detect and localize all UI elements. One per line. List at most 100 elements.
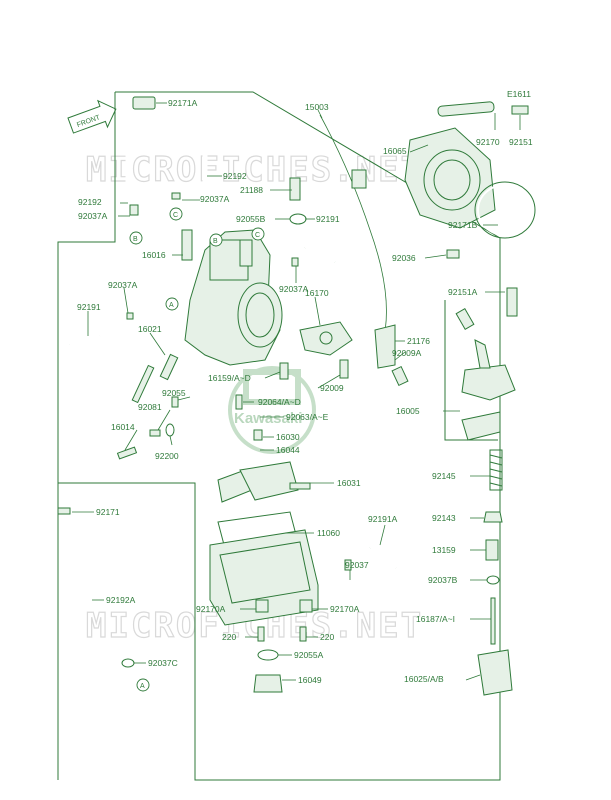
label-92191A: 92191A <box>368 514 398 524</box>
label-92037C: 92037C <box>148 658 178 668</box>
svg-text:C: C <box>255 232 260 239</box>
carburetor-body <box>184 229 283 366</box>
screw-92009 <box>339 359 349 379</box>
label-16187: 16187/A~I <box>416 614 455 624</box>
front-arrow: FRONT <box>67 99 117 134</box>
float-16031 <box>217 461 311 503</box>
label-220-left: 220 <box>222 632 236 642</box>
label-92055A: 92055A <box>294 650 324 660</box>
spring-92151A <box>455 308 475 330</box>
screw-92009A <box>391 365 409 387</box>
label-16049: 16049 <box>298 675 322 685</box>
label-92037A-2: 92037A <box>200 194 230 204</box>
label-92171B: 92171B <box>448 220 478 230</box>
label-15003: 15003 <box>305 102 329 112</box>
screw-220-right <box>299 626 307 642</box>
ref-b-1: B <box>129 231 143 245</box>
label-16065: 16065 <box>383 146 407 156</box>
bracket-92170A-left <box>255 599 269 613</box>
clip-92037A <box>129 204 139 216</box>
label-92063: 92063/A~E <box>286 412 329 422</box>
clip-92037 <box>344 559 352 571</box>
svg-text:A: A <box>140 683 145 690</box>
label-16044: 16044 <box>276 445 300 455</box>
label-92192A: 92192A <box>106 595 136 605</box>
label-92192-top: 92192 <box>223 171 247 181</box>
plug-13159 <box>485 539 499 561</box>
figure-code: E1611 <box>507 89 531 99</box>
drain-plug-16049 <box>253 674 283 693</box>
label-92151A: 92151A <box>448 287 478 297</box>
label-92036: 92036 <box>392 253 416 263</box>
label-16005: 16005 <box>396 406 420 416</box>
label-16025: 16025/A/B <box>404 674 444 684</box>
cap-92143 <box>483 511 503 523</box>
ref-c-1: C <box>169 207 183 221</box>
svg-text:B: B <box>213 238 218 245</box>
clip-92036 <box>446 249 460 259</box>
watermark-top: MICROFICHES.NET <box>86 150 423 190</box>
label-92145: 92145 <box>432 471 456 481</box>
label-13159: 13159 <box>432 545 456 555</box>
svg-text:B: B <box>133 236 138 243</box>
bolt-92151A <box>506 287 518 317</box>
label-92009: 92009 <box>320 383 344 393</box>
washer-92055 <box>171 396 179 408</box>
jet-needle-16159 <box>279 362 289 380</box>
cable-adjuster-21188 <box>289 177 301 201</box>
jet-16030 <box>253 429 263 441</box>
label-21188: 21188 <box>240 185 263 195</box>
needle-jet-92064 <box>235 394 243 410</box>
ref-a-1: A <box>165 297 179 311</box>
o-ring-92200 <box>165 423 175 437</box>
cable-fitting <box>351 169 367 189</box>
label-220-right: 220 <box>320 632 334 642</box>
clip-92171 <box>57 507 71 515</box>
label-16159: 16159/A~D <box>208 373 251 383</box>
label-21176: 21176 <box>407 336 430 346</box>
ref-a-2: A <box>136 678 150 692</box>
label-92170A-right: 92170A <box>330 604 360 614</box>
label-92009A: 92009A <box>392 348 422 358</box>
o-ring-92055A <box>257 649 279 661</box>
label-16021: 16021 <box>138 324 162 334</box>
clip-92037A-2 <box>171 192 181 200</box>
label-92055B: 92055B <box>236 214 266 224</box>
screw-16021 <box>131 353 179 404</box>
label-16031: 16031 <box>337 478 361 488</box>
label-92037A-4: 92037A <box>279 284 309 294</box>
label-92191-top: 92191 <box>316 214 340 224</box>
label-92191-left: 92191 <box>77 302 101 312</box>
svg-text:C: C <box>173 212 178 219</box>
svg-text:A: A <box>169 302 174 309</box>
label-92081: 92081 <box>138 402 162 412</box>
float-bowl <box>209 529 319 626</box>
label-92170A-left: 92170A <box>196 604 226 614</box>
label-92143: 92143 <box>432 513 456 523</box>
screw-16014 <box>116 446 138 460</box>
clip-92037A-3 <box>126 312 134 320</box>
part-labels: 92171 A 15003 92192 92192 92037A 92037A 2… <box>77 98 533 685</box>
label-92200: 92200 <box>155 451 179 461</box>
label-92170: 92170 <box>476 137 500 147</box>
label-92171: 92171 <box>96 507 120 517</box>
assembly-frame <box>57 91 501 781</box>
label-92037B: 92037B <box>428 575 458 585</box>
washer-92037B <box>486 575 500 585</box>
ref-c-2: C <box>251 227 265 241</box>
label-92192-left: 92192 <box>78 197 102 207</box>
label-92055: 92055 <box>162 388 186 398</box>
fitting-16016 <box>181 229 193 261</box>
throttle-valve-16005 <box>461 339 516 441</box>
leader-lines <box>72 102 521 681</box>
clip-92037A-4 <box>291 257 299 267</box>
screw-220-left <box>257 626 265 642</box>
label-11060: 11060 <box>317 528 340 538</box>
label-92037A-1: 92037A <box>78 211 108 221</box>
intake-flange <box>404 101 529 229</box>
needle-16187 <box>490 597 496 645</box>
kawasaki-logo-text: Kawasaki <box>234 410 302 427</box>
o-ring-92055B <box>289 213 307 225</box>
cap-16025 <box>477 649 513 696</box>
